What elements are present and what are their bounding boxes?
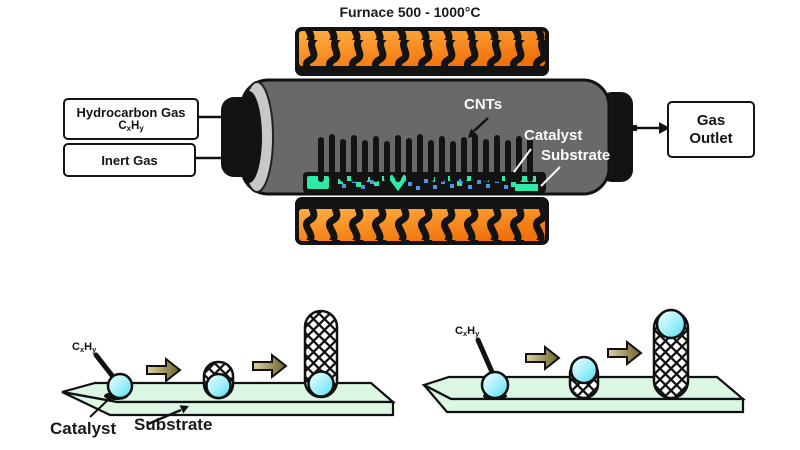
hydrocarbon-gas-label: Hydrocarbon Gas [76,105,186,121]
grown-nanotube-tip-growth [652,308,690,400]
gas-outlet-label-line1: Gas [696,111,726,129]
gas-inlet-lines [192,115,240,161]
substrate-slab-front [423,384,745,414]
gas-outlet-label-line2: Outlet [689,129,733,147]
inert-gas-label: Inert Gas [101,152,158,168]
substrate-label-arrow [147,405,189,426]
lifting-nanotube [568,355,600,400]
catalyst-label-mechanism: Catalyst [50,419,117,438]
step-arrow [146,356,182,384]
top-heating-coil [295,27,549,76]
catalyst-particle [480,370,510,400]
bottom-heating-coil [295,197,549,245]
cxhy-pointer-line [93,352,117,381]
cnts-pointer-arrow [468,117,489,138]
cnts-label: CNTs [464,96,503,113]
cxhy-pointer-line [475,337,495,375]
hydrocarbon-gas-box: Hydrocarbon Gas CxHy [63,98,199,140]
catalyst-particle [106,372,134,400]
catalyst-pointer-line [513,148,532,173]
step-arrow [607,339,643,367]
hydrocarbon-formula: CxHy [118,120,144,133]
base-growth-diagram [61,309,396,426]
substrate-pointer-line [540,166,561,187]
furnace-title: Furnace 500 - 1000°C [339,4,481,20]
catalyst-label-pointer [89,397,111,418]
nucleating-nanotube [202,360,235,400]
tip-growth-diagram [421,308,747,414]
tube-opening [236,91,262,183]
cxhy-label-right: CxHy [455,325,480,338]
inert-gas-box: Inert Gas [63,143,196,177]
substrate-label-mechanism: Substrate [134,415,213,434]
cnt-forest [318,134,533,182]
gas-outlet-box: Gas Outlet [667,101,755,158]
catalyst-label-tube: Catalyst [524,127,583,144]
gas-outlet-arrow [631,122,670,134]
step-arrow [252,352,288,380]
grown-nanotube-base-growth [303,309,339,399]
step-arrow [525,344,561,372]
substrate-label-tube: Substrate [541,147,611,164]
cxhy-label-left: CxHy [72,341,97,354]
